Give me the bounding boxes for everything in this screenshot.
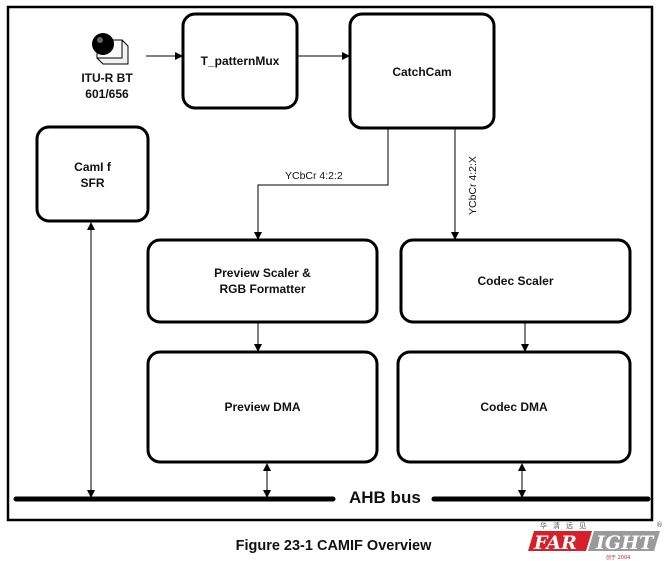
camera-icon [92,33,129,65]
preview-dma-box [146,350,379,464]
catchcam-label: CatchCam [392,65,452,79]
camif-sfr-line2: SFR [80,176,105,190]
farsight-logo: 华清远见 ® FAR IGHT 创于 2004 [520,517,667,561]
codec-dma-box [396,350,632,464]
arrow-catchcam-to-preview [254,129,389,240]
t-patternmux-box [181,12,299,110]
ahb-bus-label: AHB bus [349,488,421,507]
figure-caption: Figure 23-1 CAMIF Overview [235,538,432,554]
codec-dma-label: Codec DMA [480,400,548,414]
svg-text:FAR: FAR [533,532,577,554]
catchcam-box [348,12,496,130]
source-label-line1: ITU-R BT [81,71,133,85]
preview-dma-label: Preview DMA [224,400,301,414]
source-label: ITU-R BT 601/656 [72,70,142,102]
preview-scaler-line2: RGB Formatter [219,282,306,296]
source-label-line2: 601/656 [85,87,129,101]
preview-scaler-label: Preview Scaler & RGB Formatter [148,240,377,322]
signal-label-preview: YCbCr 4:2:2 [285,170,343,182]
camif-sfr-box [35,125,150,223]
svg-text:®: ® [656,521,663,529]
outer-frame [6,5,654,522]
svg-text:华清远见: 华清远见 [540,521,592,530]
camif-sfr-label: CamI f SFR [37,127,148,223]
codec-scaler-label: Codec Scaler [477,274,554,288]
preview-scaler-box [146,238,379,324]
logo-graphic: 华清远见 ® FAR IGHT 创于 2004 [528,521,663,561]
camif-sfr-line1: CamI f [74,160,111,174]
signal-label-codec: YCbCr 4:2:X [467,156,479,215]
codec-scaler-box [399,238,632,324]
preview-scaler-line1: Preview Scaler & [214,266,311,280]
t-patternmux-label: T_patternMux [200,54,280,68]
svg-text:IGHT: IGHT [595,532,655,554]
svg-text:创于 2004: 创于 2004 [606,554,630,561]
